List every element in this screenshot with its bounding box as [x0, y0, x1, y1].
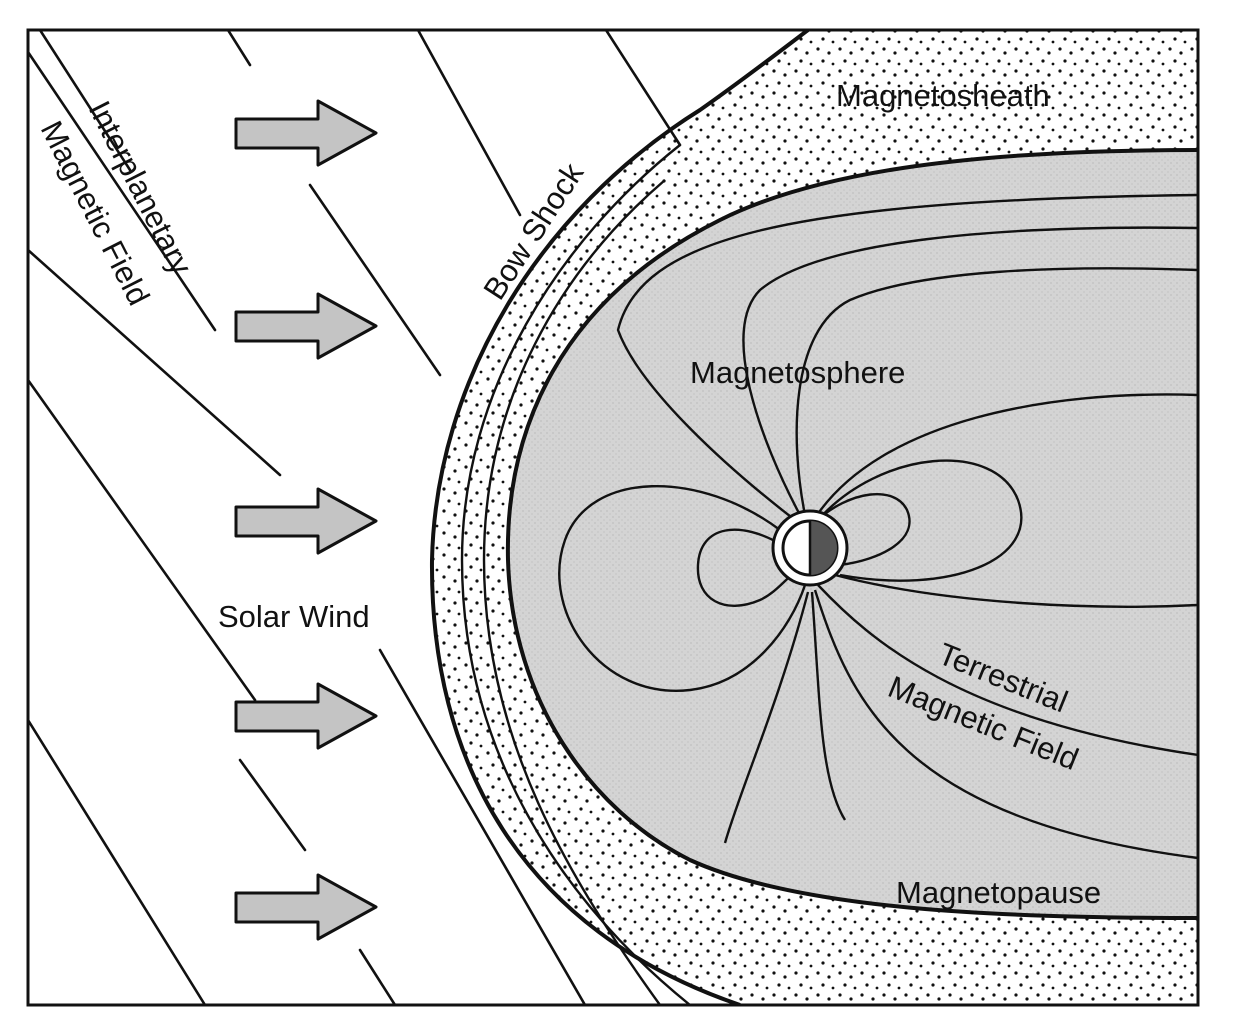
solar-wind-arrow-icon [234, 682, 378, 750]
magnetosphere-region [507, 150, 1198, 918]
solar-wind-arrows [234, 99, 378, 941]
interplanetary-field-lines [28, 30, 682, 1005]
solar-wind-arrow-icon [234, 99, 378, 167]
solar-wind-label: Solar Wind [218, 599, 370, 634]
terrestrial-field-lines [558, 193, 1198, 860]
earth-icon [771, 509, 849, 587]
bow-shock-line [429, 30, 810, 1005]
solar-wind-arrow-icon [234, 487, 378, 555]
magnetopause-boundary [505, 148, 1198, 920]
magnetopause-label: Magnetopause [896, 875, 1101, 910]
solar-wind-arrow-icon [234, 292, 378, 360]
magnetosheath-label: Magnetosheath [836, 78, 1050, 113]
solar-wind-arrow-icon [234, 873, 378, 941]
diagram-frame [26, 28, 1200, 1007]
magnetosheath-field-lines [460, 144, 691, 1005]
magnetosphere-label: Magnetosphere [690, 355, 905, 390]
